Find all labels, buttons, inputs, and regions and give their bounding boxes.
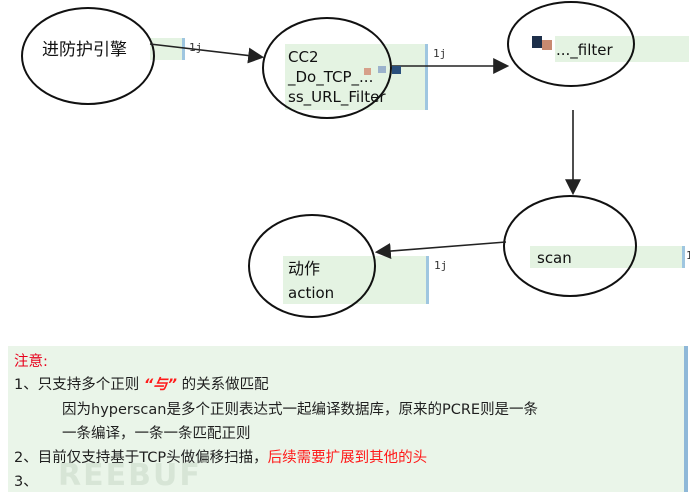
node4-ellipse [503, 195, 637, 297]
node1-highlight [150, 38, 182, 60]
node5-tag: 1j [434, 259, 447, 272]
node1-label: 进防护引擎 [42, 40, 127, 60]
redaction-mark [542, 40, 552, 50]
redaction-mark [532, 36, 542, 48]
note-item-2: 2、目前仅支持基于TCP头做偏移扫描，后续需要扩展到其他的头 [14, 446, 427, 467]
note-item-1-detail-cont: 一条编译，一条一条匹配正则 [62, 426, 251, 442]
node2-line2: _Do_TCP_... [287, 68, 373, 87]
node4-tag: 1 [686, 249, 690, 262]
node2-tag: 1j [433, 47, 446, 60]
node2-tag-bar [425, 44, 428, 110]
node2-line1: CC2 [288, 48, 319, 66]
note-item-2-red: 后续需要扩展到其他的头 [267, 450, 428, 466]
node1-tag-bar [182, 38, 185, 60]
note-item-1-quote: “与” [143, 377, 178, 393]
redaction-mark [392, 66, 401, 74]
redaction-mark [378, 66, 386, 73]
node4-label: scan [537, 249, 572, 267]
flow-diagram: 进防护引擎 1j CC2 _Do_TCP_... ss_URL_Filter 1… [21, 1, 690, 318]
node5-line2: action [288, 284, 334, 302]
node3-highlight [555, 36, 689, 62]
edge-1-2 [149, 43, 265, 64]
node2-highlight [285, 44, 425, 110]
watermark-logo: REEBUF [58, 458, 202, 493]
note-item-2-text: 2、目前仅支持基于TCP头做偏移扫描， [14, 450, 268, 466]
node1-ellipse [21, 7, 155, 105]
note-item-1-suffix: 的关系做匹配 [181, 377, 269, 393]
node5-highlight [283, 256, 426, 304]
node5-tag-bar [426, 256, 429, 304]
note-title: 注意: [14, 354, 48, 370]
node3-ellipse [507, 1, 635, 87]
note-item-3: 3、 [14, 474, 38, 490]
node1-tag: 1j [189, 41, 202, 54]
note-item-1: 1、只支持多个正则 “与” 的关系做匹配 [14, 373, 269, 394]
node4-tag-bar [682, 246, 685, 268]
node2-ellipse [262, 17, 392, 119]
node4-highlight [530, 246, 682, 268]
edge-4-5 [374, 241, 507, 259]
node2-line3: ss_URL_Filter [288, 88, 386, 107]
note-box: 注意: 1、只支持多个正则 “与” 的关系做匹配 因为hyperscan是多个正… [8, 346, 688, 492]
node5-line1: 动作 [288, 259, 320, 278]
node5-ellipse [248, 214, 376, 318]
redaction-mark [364, 68, 371, 75]
note-item-1-text: 1、只支持多个正则 [14, 377, 140, 393]
note-item-1-detail: 因为hyperscan是多个正则表达式一起编译数据库，原来的PCRE则是一条 [62, 402, 539, 418]
node3-label: ..._filter [556, 41, 614, 60]
